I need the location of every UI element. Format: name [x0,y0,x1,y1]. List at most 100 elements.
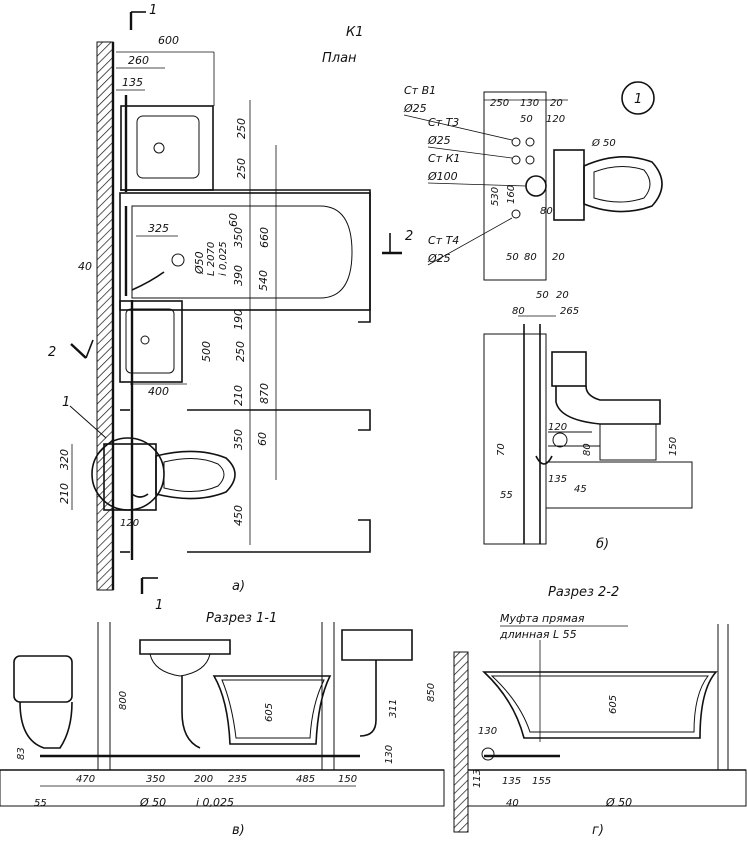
svg-text:20: 20 [552,252,565,263]
svg-text:470: 470 [76,774,95,785]
svg-text:150: 150 [668,437,679,456]
svg-text:135: 135 [548,474,567,485]
svg-text:45: 45 [574,484,587,495]
section-v: Разрез 1-1 800 605 311 850 130 83 470 35… [0,611,445,838]
section-g: Разрез 2-2 Муфта прямая длинная L 55 605… [453,585,747,838]
svg-text:40: 40 [78,260,92,273]
detail-1: 1 250 130 20 50 120 Ø 50 530 160 80 50 8… [403,81,663,281]
svg-text:2: 2 [48,345,56,360]
svg-text:70: 70 [496,443,507,456]
section-mark-1-bottom: 1 [140,577,163,613]
section-g-note-1: Муфта прямая [500,612,585,625]
svg-text:350: 350 [232,227,245,248]
svg-text:235: 235 [228,774,247,785]
plan-dimensions: 600 260 135 250 250 60 325 350 660 390 5… [58,34,277,545]
svg-text:850: 850 [426,683,437,702]
plan-caption: а) [232,579,245,594]
svg-text:600: 600 [158,34,179,47]
svg-text:250: 250 [490,98,509,109]
svg-text:500: 500 [200,341,213,362]
section-b-caption: б) [596,537,609,552]
svg-text:350: 350 [146,774,165,785]
svg-text:1: 1 [62,395,70,410]
svg-text:83: 83 [16,747,27,760]
section-g-note-2: длинная L 55 [499,628,577,641]
svg-text:1: 1 [149,3,157,18]
svg-text:L 2070: L 2070 [206,242,217,276]
svg-text:20: 20 [550,98,563,109]
svg-text:60: 60 [256,432,269,446]
svg-text:605: 605 [264,703,275,722]
svg-text:Ст Т3: Ст Т3 [428,116,459,129]
svg-text:130: 130 [384,745,395,764]
svg-text:80: 80 [524,252,537,263]
section-g-caption: г) [592,823,604,838]
section-mark-2-right: 2 [382,229,413,255]
svg-text:55: 55 [500,490,513,501]
svg-text:250: 250 [235,158,248,179]
svg-text:Ø 50: Ø 50 [139,796,166,809]
plan-wall [96,41,114,591]
svg-text:190: 190 [232,309,245,330]
svg-text:311: 311 [388,699,399,718]
svg-text:1: 1 [155,598,163,613]
svg-text:2: 2 [405,229,413,244]
plan-view: 1 1 2 2 К1 План [48,3,413,613]
svg-text:i 0,025: i 0,025 [218,241,229,276]
svg-text:210: 210 [58,483,71,504]
svg-text:Ø 50: Ø 50 [591,137,616,149]
svg-text:390: 390 [232,265,245,286]
svg-text:540: 540 [257,270,270,291]
svg-text:325: 325 [148,222,169,235]
svg-text:135: 135 [122,76,143,89]
svg-text:450: 450 [232,505,245,526]
svg-text:50: 50 [520,114,533,125]
svg-text:605: 605 [608,695,619,714]
section-b: 50 20 80 265 120 70 80 150 135 45 55 б) [483,290,693,552]
svg-text:155: 155 [532,776,551,787]
svg-text:55: 55 [34,798,47,809]
section-mark-1-top: 1 [129,3,157,30]
svg-text:320: 320 [58,449,71,470]
svg-text:530: 530 [490,187,501,206]
svg-text:485: 485 [296,774,315,785]
svg-text:80: 80 [512,306,525,317]
section-v-title: Разрез 1-1 [206,611,277,626]
svg-text:135: 135 [502,776,521,787]
svg-text:200: 200 [194,774,213,785]
svg-text:i 0,025: i 0,025 [196,796,234,809]
svg-text:130: 130 [520,98,539,109]
svg-text:120: 120 [548,422,567,433]
svg-text:Ø25: Ø25 [403,102,427,115]
svg-text:80: 80 [540,206,553,217]
svg-text:800: 800 [118,691,129,710]
section-g-title: Разрез 2-2 [548,585,619,600]
detail-callout-circle [621,81,655,115]
section-g-wall [453,651,469,833]
section-mark-2-left: 2 [48,339,94,360]
svg-text:120: 120 [120,518,139,529]
svg-text:160: 160 [506,185,517,204]
plan-code: К1 [346,25,364,40]
plan-title: План [322,51,357,66]
svg-text:60: 60 [227,213,240,227]
svg-text:870: 870 [258,383,271,404]
svg-text:Ø 50: Ø 50 [605,796,632,809]
svg-text:210: 210 [232,385,245,406]
svg-text:350: 350 [232,429,245,450]
svg-text:265: 265 [560,306,579,317]
svg-text:Ø25: Ø25 [427,134,451,147]
plan-washbasin-lower [119,300,183,383]
svg-text:Ø100: Ø100 [427,170,458,183]
svg-text:40: 40 [506,798,519,809]
svg-text:Ст Т4: Ст Т4 [428,234,459,247]
section-v-caption: в) [232,823,245,838]
svg-text:Ст В1: Ст В1 [404,84,436,97]
svg-text:Ø50: Ø50 [193,251,206,275]
plan-bathtub [119,192,371,311]
svg-text:1: 1 [634,92,642,107]
svg-text:20: 20 [556,290,569,301]
svg-text:260: 260 [128,54,149,67]
svg-text:130: 130 [478,726,497,737]
